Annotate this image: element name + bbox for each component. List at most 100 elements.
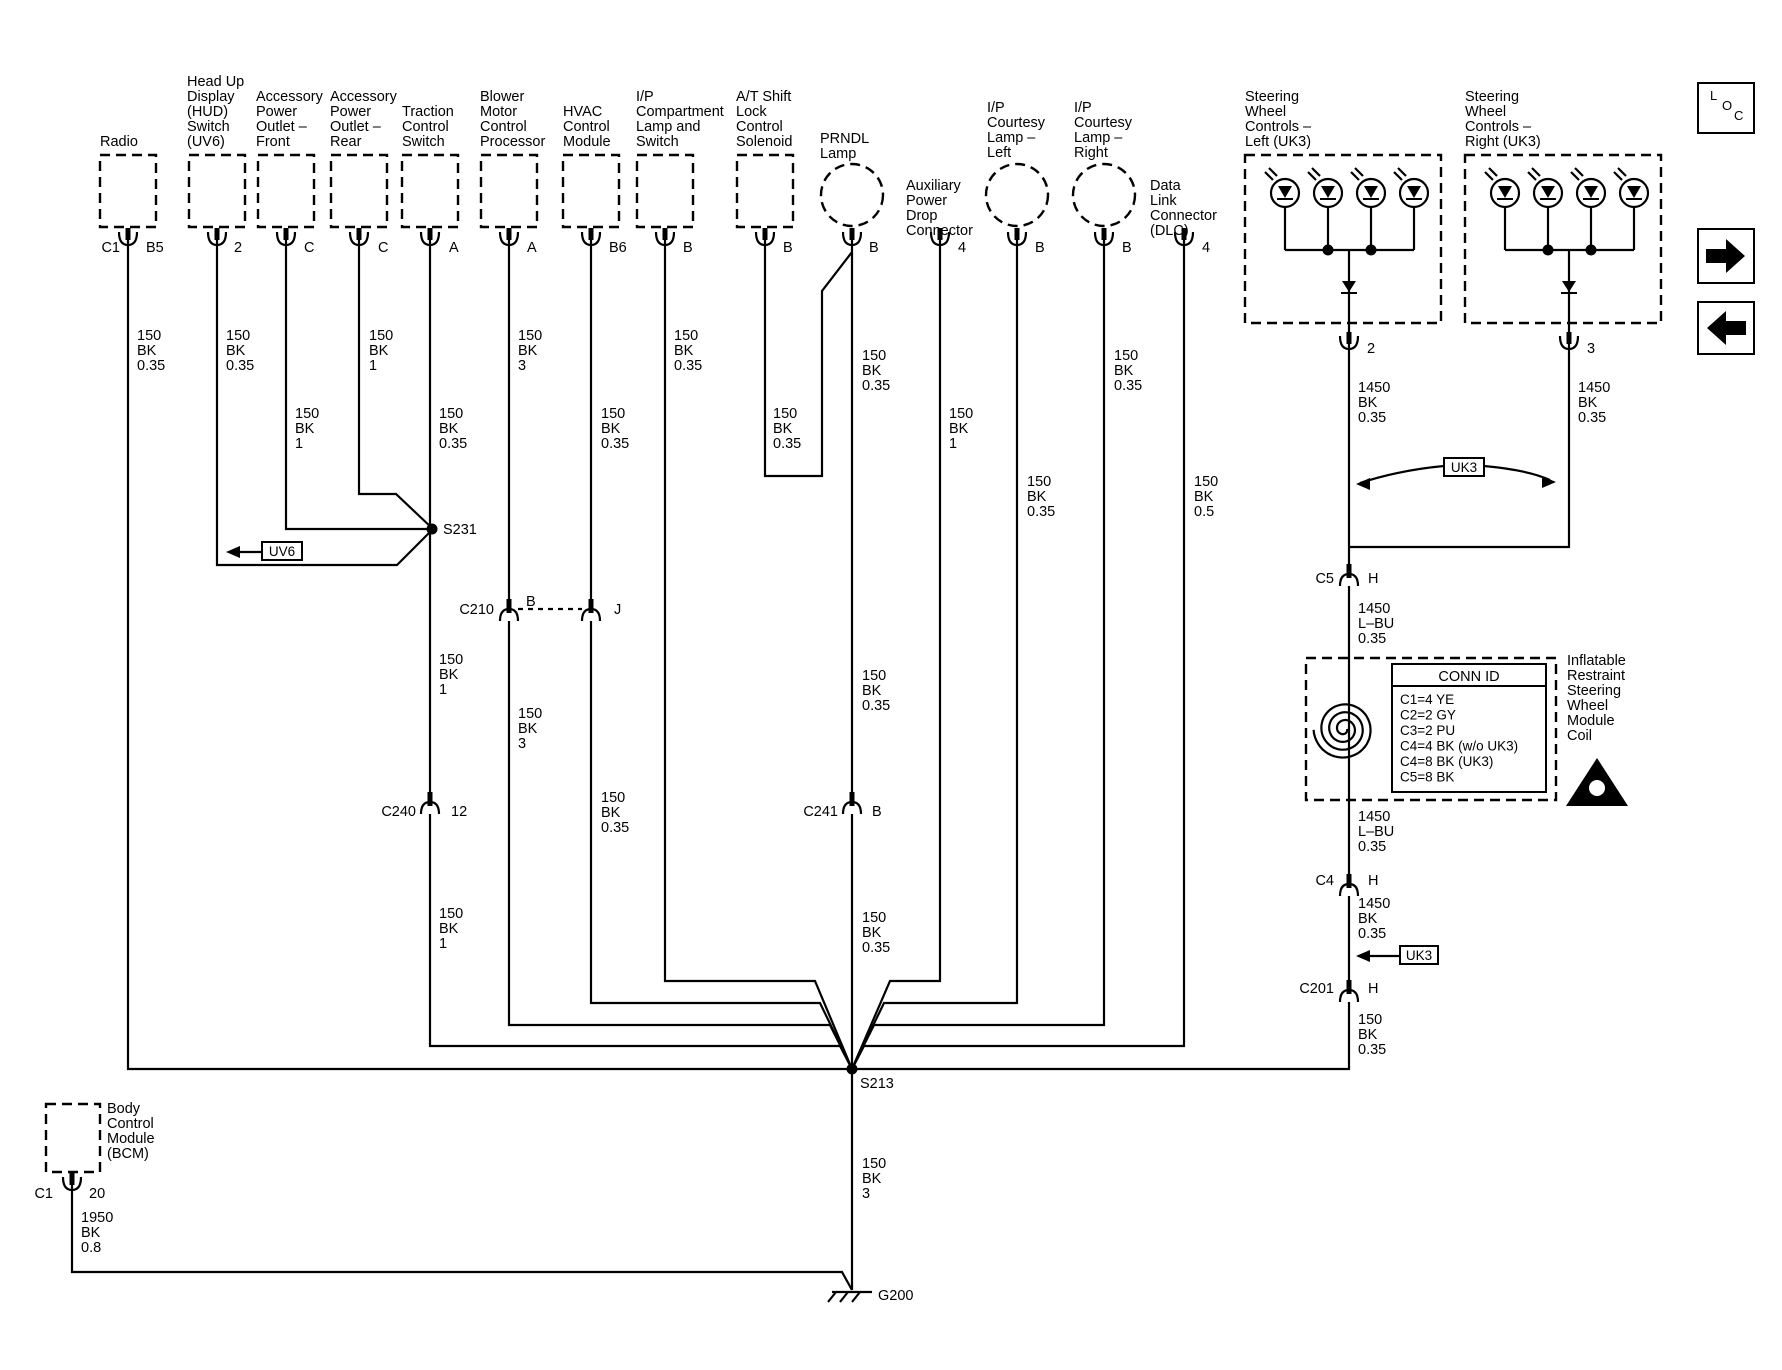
bcm-conn-label: C1: [34, 1186, 53, 1202]
sw-left-junction: [1322, 244, 1334, 256]
hvac-box: [561, 153, 621, 229]
aux-power-pin-label: 4: [958, 240, 966, 256]
bcm-wire: [70, 1185, 853, 1291]
aux-power-wire-label: 1: [949, 436, 957, 452]
conn-id-row: C3=2 PU: [1400, 723, 1455, 738]
courtesy-right-wire-label: BK: [1114, 363, 1134, 379]
wires: [70, 240, 1571, 1291]
s231-splice: [426, 523, 438, 535]
aux-power-terminal-cup: [929, 231, 951, 247]
sw-right-label: Steering: [1465, 89, 1519, 105]
courtesy-left-label: Lamp –: [987, 130, 1036, 146]
ground-wire-label: 3: [862, 1186, 870, 1202]
apo-rear-label: Accessory: [330, 89, 398, 105]
prndl-label: Lamp: [820, 146, 856, 162]
blower-pin-label: A: [527, 240, 537, 256]
g200-label: G200: [878, 1288, 913, 1304]
hvac-wire-label: BK: [601, 421, 621, 437]
apo-rear-wire-label: 150: [369, 328, 393, 344]
apo-front-label: Accessory: [256, 89, 324, 105]
prndl-lower-wire-label: 150: [862, 910, 886, 926]
coil-bottom-wire-label: 0.35: [1358, 839, 1386, 855]
apo-rear-wire-label: 1: [369, 358, 377, 374]
coil-top-wire-label: 0.35: [1358, 631, 1386, 647]
shift-lock-label: Solenoid: [736, 134, 792, 150]
c4-c201-wire-label: BK: [1358, 911, 1378, 927]
traction-mid-wire-label: 150: [439, 652, 463, 668]
radio-wire-label: 150: [137, 328, 161, 344]
courtesy-right-wire-label: 0.35: [1114, 378, 1142, 394]
sw-left-label: Controls –: [1245, 119, 1312, 135]
hvac-lower-wire-label: 0.35: [601, 820, 629, 836]
radio-wire-label: 0.35: [137, 358, 165, 374]
traction-lower-wire-label: 1: [439, 936, 447, 952]
sw-left-diode-icon: [1342, 281, 1356, 292]
sw-left-light-rays-icon: [1393, 167, 1407, 181]
prndl-lower-wire-label: BK: [862, 925, 882, 941]
sw-right-wire: [1349, 344, 1571, 549]
dlc-wire-label: 0.5: [1194, 504, 1214, 520]
sw-right-diode-icon: [1627, 186, 1641, 198]
apo-front-wire-label: 150: [295, 406, 319, 422]
c5-pin-label: H: [1368, 571, 1378, 587]
c5-connector-cup: [1338, 572, 1360, 587]
hud-pin-label: 2: [234, 240, 242, 256]
bcm-wire-label: 0.8: [81, 1240, 101, 1256]
blower-label: Processor: [480, 134, 545, 150]
sw-right-diode-icon: [1584, 186, 1598, 198]
prev-button[interactable]: [1697, 301, 1755, 355]
ip-comp-pin-label: B: [683, 240, 693, 256]
apo-front-label: Power: [256, 104, 297, 120]
traction-label: Switch: [402, 134, 445, 150]
courtesy-right-label: Lamp –: [1074, 130, 1123, 146]
c201-connector-cup: [1338, 988, 1360, 1003]
prndl-mid-wire-label: 0.35: [862, 698, 890, 714]
ip-comp-wire-label: 0.35: [674, 358, 702, 374]
sw-left-pin-label: 2: [1367, 341, 1375, 357]
sw-right-light-rays-icon: [1570, 167, 1584, 181]
sw-right-box: [1463, 153, 1663, 325]
sw-right-junction: [1542, 244, 1554, 256]
sw-right-light-rays-icon: [1484, 167, 1498, 181]
blower-wire-label: BK: [518, 343, 538, 359]
dlc-wire: [851, 240, 1186, 1070]
ground-symbol-icon-hatch: [851, 1291, 861, 1303]
shift-lock-wire-label: 150: [773, 406, 797, 422]
sw-right-junction: [1585, 244, 1597, 256]
blower-wire-label: 3: [518, 358, 526, 374]
hud-label: Head Up: [187, 74, 244, 90]
hvac-label: Control: [563, 119, 610, 135]
courtesy-right-pin-label: B: [1122, 240, 1132, 256]
next-button[interactable]: [1697, 228, 1755, 284]
courtesy-right-terminal-cup: [1093, 231, 1115, 247]
traction-label: Control: [402, 119, 449, 135]
dlc-label: Data: [1150, 178, 1182, 194]
coil-label: Coil: [1567, 728, 1592, 744]
loc-button[interactable]: L O C: [1697, 82, 1755, 134]
aux-power-label: Drop: [906, 208, 937, 224]
uk3-arrow-right: [1542, 476, 1556, 488]
prndl-terminal-cup: [841, 231, 863, 247]
dlc-label: Connector: [1150, 208, 1217, 224]
bcm-wire-label: BK: [81, 1225, 101, 1241]
courtesy-right-label: Courtesy: [1074, 115, 1133, 131]
prndl-upper-wire-label: 150: [862, 348, 886, 364]
c4-pin-label: H: [1368, 873, 1378, 889]
coil-label: Restraint: [1567, 668, 1625, 684]
clockspring-spiral-icon: [1312, 703, 1372, 759]
radio-conn-label: C1: [101, 240, 120, 256]
uv6-arrow: [226, 546, 240, 558]
ip-comp-wire-label: BK: [674, 343, 694, 359]
traction-mid-wire-label: BK: [439, 667, 459, 683]
c4-c201-wire-label: 1450: [1358, 896, 1390, 912]
traction-box: [400, 153, 460, 229]
aux-power-label: Connector: [906, 223, 973, 239]
apo-front-label: Front: [256, 134, 290, 150]
c4-connector-cup: [1338, 882, 1360, 897]
apo-front-terminal-cup: [275, 231, 297, 247]
sw-right-label: Right (UK3): [1465, 134, 1541, 150]
sw-right-diode-icon: [1498, 186, 1512, 198]
sw-left-wire-label: BK: [1358, 395, 1378, 411]
